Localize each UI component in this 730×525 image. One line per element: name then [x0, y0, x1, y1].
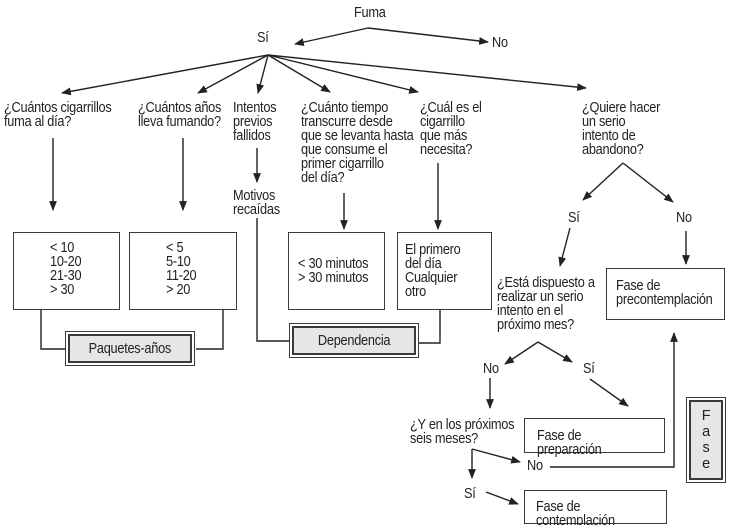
arrow-six-si-contemplation [485, 491, 519, 505]
box-preparation: Fase de preparación [524, 418, 665, 457]
arrow-si-q3 [256, 54, 269, 94]
question-next-month: ¿Está dispuesto a realizar un serio inte… [497, 275, 595, 333]
quit-no-label: No [676, 210, 692, 226]
month-yes-label: Sí [583, 361, 595, 377]
line-six-split [471, 448, 521, 464]
box-most-needed-text: El primero del día Cualquier otro [405, 242, 461, 300]
line-six-no-precontemplation [550, 332, 678, 468]
box-phase-label: F a s e [701, 408, 711, 472]
box-contemplation: Fase de contemplación [524, 490, 667, 525]
box-phase: F a s e [686, 397, 726, 483]
question-six-months: ¿Y en los próximos seis meses? [410, 417, 515, 447]
question-quit-attempt: ¿Quiere hacer un serio intento de abando… [582, 100, 661, 158]
box-cigarettes-per-day-text: < 10 10-20 21-30 > 30 [50, 240, 82, 298]
root-question: Fuma [354, 5, 386, 21]
box-years-smoking-text: < 5 5-10 11-20 > 20 [166, 240, 197, 298]
arrow-month-si [537, 341, 573, 363]
arrow-si-month-question [558, 227, 571, 267]
arrow-si-q2 [197, 54, 269, 94]
box-precontemplation: Fase de precontemplación [606, 268, 725, 320]
month-no-label: No [483, 361, 499, 377]
arrow-q6-no [622, 162, 674, 203]
box-years-smoking: < 5 5-10 11-20 > 20 [129, 232, 237, 310]
relapse-reasons: Motivos recaídas [233, 188, 280, 218]
box-preparation-text: Fase de preparación [537, 428, 602, 458]
box-precontemplation-text: Fase de precontemplación [616, 278, 713, 308]
box-dependence-label: Dependencia [317, 332, 391, 349]
six-no-label: No [527, 458, 543, 474]
arrow-si-q4 [267, 54, 331, 93]
line-box2-packyears [196, 309, 224, 350]
question-cigarettes-per-day: ¿Cuántos cigarrillos fuma al día? [4, 100, 112, 130]
question-previous-attempts: Intentos previos fallidos [233, 100, 277, 144]
box-dependence: Dependencia [289, 323, 419, 358]
root-no-label: No [492, 35, 508, 51]
box-time-to-first: < 30 minutos > 30 minutos [288, 232, 385, 310]
arrow-fuma-no [367, 27, 489, 45]
box-pack-years: Paquetes-años [65, 331, 195, 366]
question-time-to-first-cigarette: ¿Cuánto tiempo transcurre desde que se l… [301, 100, 414, 186]
quit-yes-label: Sí [568, 210, 580, 226]
arrow-si-q1 [61, 54, 269, 96]
box-pack-years-label: Paquetes-años [88, 340, 172, 357]
line-box1-packyears [40, 309, 66, 350]
arrow-month-si-prep [589, 378, 629, 407]
six-yes-label: Sí [464, 486, 476, 502]
arrow-si-q6 [267, 54, 587, 91]
arrow-si-q5 [267, 54, 419, 94]
box-most-needed: El primero del día Cualquier otro [397, 232, 492, 310]
box-cigarettes-per-day: < 10 10-20 21-30 > 30 [13, 232, 120, 310]
arrow-month-no [504, 341, 539, 365]
root-yes-label: Sí [257, 30, 269, 46]
box-time-to-first-text: < 30 minutos > 30 minutos [298, 256, 369, 286]
question-years-smoking: ¿Cuántos años lleva fumando? [138, 100, 222, 130]
box-contemplation-text: Fase de contemplación [536, 499, 615, 525]
line-box4-dependence [418, 309, 441, 344]
line-motivos-dependence [256, 218, 290, 342]
question-most-needed-cigarette: ¿Cuál es el cigarrillo que más necesita? [420, 100, 482, 158]
arrow-fuma-si [294, 27, 369, 46]
arrow-q6-si [582, 162, 624, 201]
